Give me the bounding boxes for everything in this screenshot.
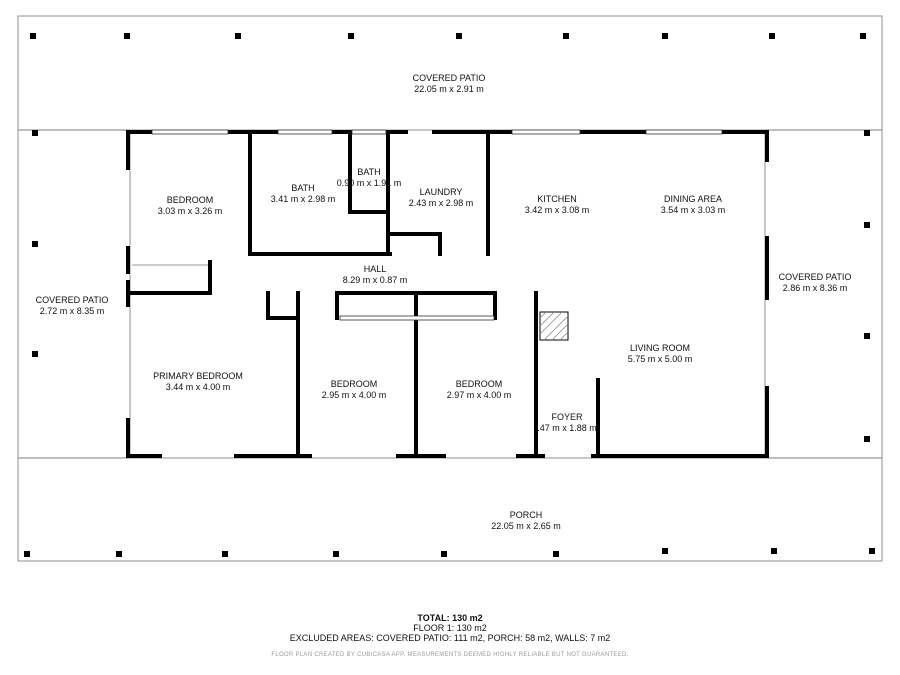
room-name: HALL: [363, 264, 387, 274]
post-marker: [553, 551, 559, 557]
room-name: COVERED PATIO: [35, 295, 109, 305]
room-name: KITCHEN: [537, 194, 577, 204]
window: [151, 129, 229, 135]
room-dimensions: 3.54 m x 3.03 m: [660, 205, 726, 215]
post-marker: [662, 548, 668, 554]
room-name: PORCH: [509, 510, 543, 520]
covered-patio-right-outline: [764, 129, 883, 459]
room-name: BATH: [357, 167, 381, 177]
room-label-covered-patio-right: COVERED PATIO 2.86 m x 8.36 m: [779, 272, 852, 294]
post-marker: [864, 333, 870, 339]
post-marker: [333, 551, 339, 557]
room-dimensions: .47 m x 1.88 m: [537, 423, 597, 433]
room-label-primary-bedroom: PRIMARY BEDROOM 3.44 m x 4.00 m: [153, 371, 243, 393]
room-name: LAUNDRY: [419, 187, 463, 197]
credit-note: FLOOR PLAN CREATED BY CUBICASA APP. MEAS…: [271, 652, 629, 658]
window: [351, 129, 387, 135]
room-label-porch: PORCH 22.05 m x 2.65 m: [491, 510, 561, 532]
room-label-covered-patio-left: COVERED PATIO 2.72 m x 8.35 m: [36, 295, 109, 317]
room-dimensions: 3.41 m x 2.98 m: [270, 194, 336, 204]
post-marker: [771, 548, 777, 554]
room-label-bath: BATH 3.41 m x 2.98 m: [271, 183, 336, 205]
porch-outline: [17, 457, 883, 562]
room-label-living-room: LIVING ROOM 5.75 m x 5.00 m: [628, 343, 693, 365]
post-marker: [769, 33, 775, 39]
post-markers: [24, 33, 875, 557]
total-area: TOTAL: 130 m2: [417, 613, 483, 623]
room-dimensions: 2.72 m x 8.35 m: [39, 306, 105, 316]
post-marker: [869, 548, 875, 554]
post-marker: [32, 241, 38, 247]
excluded-areas: EXCLUDED AREAS: COVERED PATIO: 111 m2, P…: [289, 633, 611, 643]
room-dimensions: 22.05 m x 2.65 m: [491, 521, 561, 531]
room-name: BEDROOM: [455, 379, 503, 389]
post-marker: [222, 551, 228, 557]
post-marker: [441, 551, 447, 557]
room-name: COVERED PATIO: [412, 73, 486, 83]
room-label-bedroom-nw: BEDROOM 3.03 m x 3.26 m: [158, 195, 223, 217]
post-marker: [30, 33, 36, 39]
room-name: FOYER: [551, 412, 583, 422]
post-marker: [348, 33, 354, 39]
room-dimensions: 0.90 m x 1.91 m: [336, 178, 402, 188]
room-dimensions: 5.75 m x 5.00 m: [627, 354, 693, 364]
post-marker: [662, 33, 668, 39]
room-dimensions: 8.29 m x 0.87 m: [342, 275, 408, 285]
post-marker: [24, 551, 30, 557]
room-dimensions: 3.03 m x 3.26 m: [157, 206, 223, 216]
room-label-bedroom-mid: BEDROOM 2.95 m x 4.00 m: [322, 379, 387, 401]
room-label-kitchen: KITCHEN 3.42 m x 3.08 m: [525, 194, 590, 216]
fireplace-icon: [539, 311, 569, 341]
room-dimensions: 2.86 m x 8.36 m: [782, 283, 848, 293]
room-label-dining-area: DINING AREA 3.54 m x 3.03 m: [661, 194, 726, 216]
room-name: LIVING ROOM: [629, 343, 690, 353]
room-dimensions: 22.05 m x 2.91 m: [414, 84, 484, 94]
windows: [151, 129, 723, 321]
room-name: COVERED PATIO: [778, 272, 852, 282]
room-label-laundry: LAUNDRY 2.43 m x 2.98 m: [409, 187, 474, 209]
room-dimensions: 2.43 m x 2.98 m: [408, 198, 474, 208]
window: [511, 129, 581, 135]
post-marker: [864, 222, 870, 228]
room-name: BATH: [291, 183, 315, 193]
room-name: BEDROOM: [330, 379, 378, 389]
walls: [126, 130, 769, 458]
post-marker: [124, 33, 130, 39]
room-dimensions: 2.97 m x 4.00 m: [446, 390, 512, 400]
post-marker: [864, 436, 870, 442]
room-label-foyer: FOYER .47 m x 1.88 m: [537, 412, 597, 434]
post-marker: [32, 351, 38, 357]
window: [277, 129, 333, 135]
room-dimensions: 2.95 m x 4.00 m: [321, 390, 387, 400]
post-marker: [563, 33, 569, 39]
room-name: DINING AREA: [663, 194, 722, 204]
room-label-covered-patio-top: COVERED PATIO 22.05 m x 2.91 m: [413, 73, 486, 95]
room-dimensions: 3.44 m x 4.00 m: [165, 382, 231, 392]
post-marker: [860, 33, 866, 39]
room-label-bath-small: BATH 0.90 m x 1.91 m: [337, 167, 402, 189]
room-label-bedroom-right: BEDROOM 2.97 m x 4.00 m: [447, 379, 512, 401]
window: [645, 129, 723, 135]
patio-outlines: [17, 15, 883, 562]
room-name: BEDROOM: [166, 195, 214, 205]
post-marker: [116, 551, 122, 557]
post-marker: [32, 130, 38, 136]
post-marker: [235, 33, 241, 39]
room-label-hall: HALL 8.29 m x 0.87 m: [343, 264, 408, 286]
floor-area: FLOOR 1: 130 m2: [413, 623, 487, 633]
room-name: PRIMARY BEDROOM: [153, 371, 243, 381]
covered-patio-left-outline: [17, 129, 131, 459]
closet-window: [339, 315, 495, 321]
post-marker: [456, 33, 462, 39]
post-marker: [864, 130, 870, 136]
room-dimensions: 3.42 m x 3.08 m: [524, 205, 590, 215]
